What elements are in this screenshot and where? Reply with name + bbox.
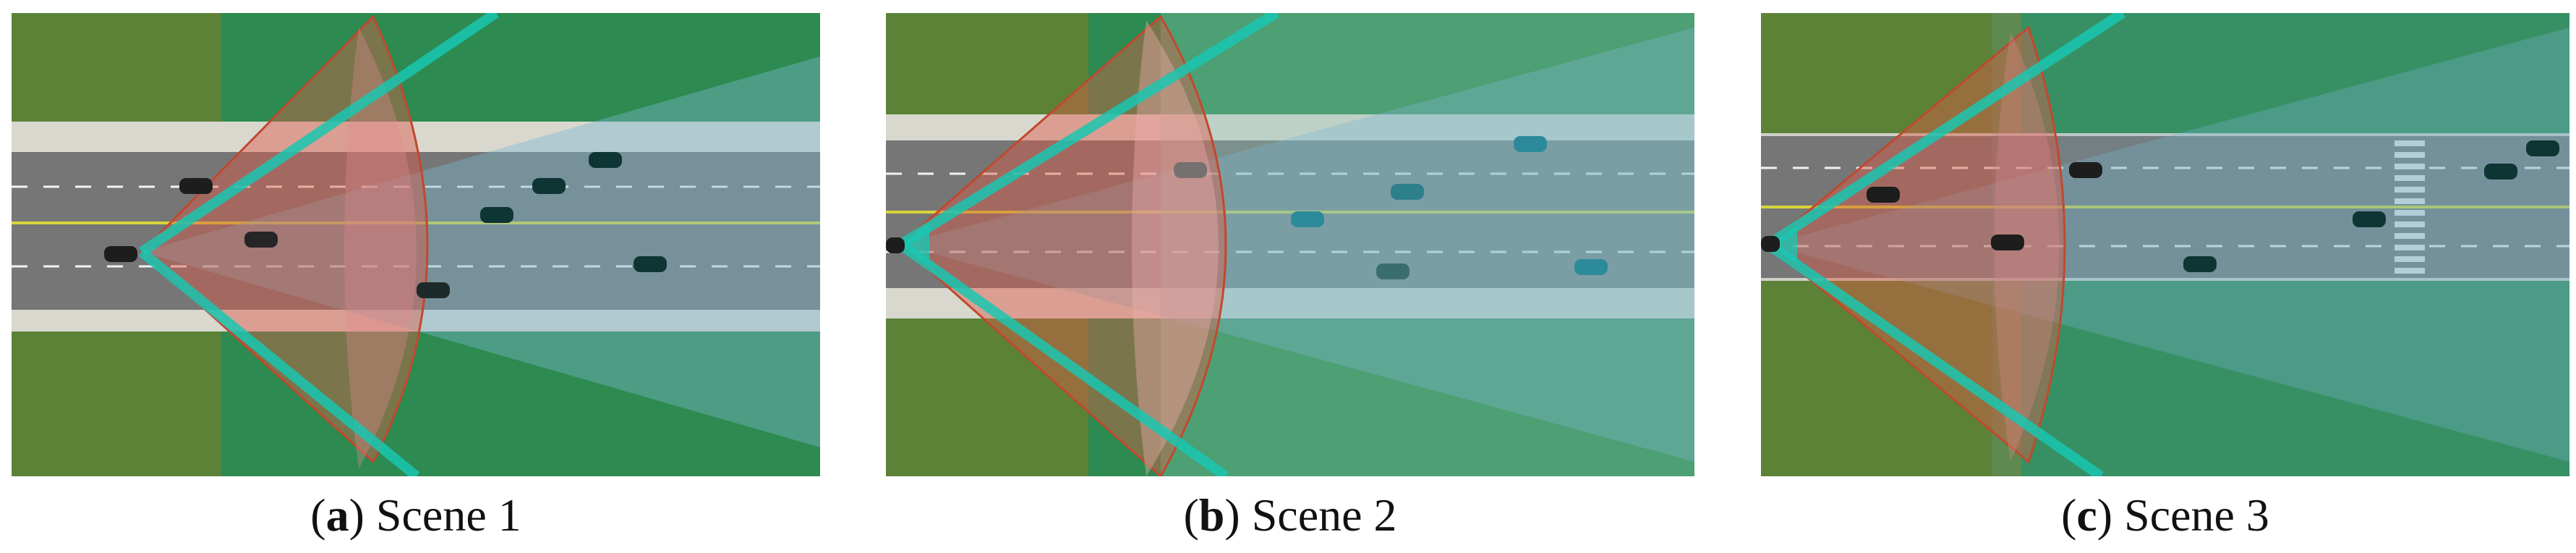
vehicle: [244, 232, 278, 248]
detection-zone: [142, 56, 820, 447]
detection-zone: [1768, 28, 2569, 462]
scene-2-illustration: [886, 13, 1694, 476]
vehicle: [1514, 136, 1547, 152]
crosswalk: [2394, 140, 2425, 274]
lidar-fov: [140, 14, 429, 464]
detection-zone: [900, 28, 1694, 462]
road-shoulder-bottom: [12, 310, 820, 332]
lidar-fov: [1766, 25, 2066, 464]
scene-3-illustration: [1761, 13, 2569, 476]
camera-fov-edge: [897, 13, 1279, 249]
camera-fov-edge: [139, 13, 499, 256]
scene-1-image: [12, 13, 820, 476]
caption-scene-2: (b) Scene 2: [1183, 489, 1397, 541]
caption-title: Scene 2: [1251, 489, 1397, 541]
vehicle: [634, 256, 667, 272]
vehicle: [1391, 184, 1424, 200]
vehicle: [179, 178, 213, 194]
vehicle: [417, 282, 450, 298]
caption-scene-3: (c) Scene 3: [2061, 489, 2269, 541]
vehicle: [589, 152, 622, 168]
caption-title: Scene 3: [2124, 489, 2269, 541]
camera-fov-edge: [1765, 13, 2125, 249]
vehicle: [1174, 162, 1207, 178]
scene-3-image: [1761, 13, 2569, 476]
vehicle: [2484, 164, 2517, 180]
radar-arc: [344, 28, 417, 469]
ego-vehicle: [886, 237, 905, 253]
caption-title: Scene 1: [375, 489, 521, 541]
ego-vehicle: [104, 246, 137, 262]
camera-fov-apex: [1768, 226, 1797, 263]
road-shoulder-bottom: [886, 288, 1694, 318]
ego-vehicle: [1761, 236, 1780, 252]
road-surface: [12, 152, 820, 310]
camera-fov-edge: [1765, 240, 2104, 476]
vehicle: [2183, 256, 2217, 272]
vehicle: [532, 178, 566, 194]
radar-arc: [1132, 20, 1219, 476]
camera-fov-edge: [138, 248, 420, 476]
scene-2-image: [886, 13, 1694, 476]
caption-letter: b: [1198, 489, 1225, 541]
detection-zone: [1992, 13, 2569, 476]
vehicle: [480, 207, 513, 223]
camera-fov-apex: [900, 223, 929, 266]
scene-1-illustration: [12, 13, 820, 476]
road-shoulder-top: [886, 114, 1694, 140]
vehicle: [1574, 259, 1608, 275]
caption-letter: c: [2076, 489, 2097, 541]
caption-scene-1: (a) Scene 1: [310, 489, 521, 541]
detection-zone: [1161, 13, 1694, 476]
vehicle: [1991, 235, 2024, 250]
caption-letter: a: [325, 489, 349, 541]
vehicle: [1867, 187, 1900, 203]
vehicle: [2069, 162, 2102, 178]
camera-fov-edge: [897, 240, 1229, 476]
vehicle: [2353, 211, 2386, 227]
vehicle: [1291, 211, 1324, 227]
vehicle: [2526, 140, 2559, 156]
radar-arc: [1994, 31, 2060, 462]
vehicle: [1376, 263, 1409, 279]
